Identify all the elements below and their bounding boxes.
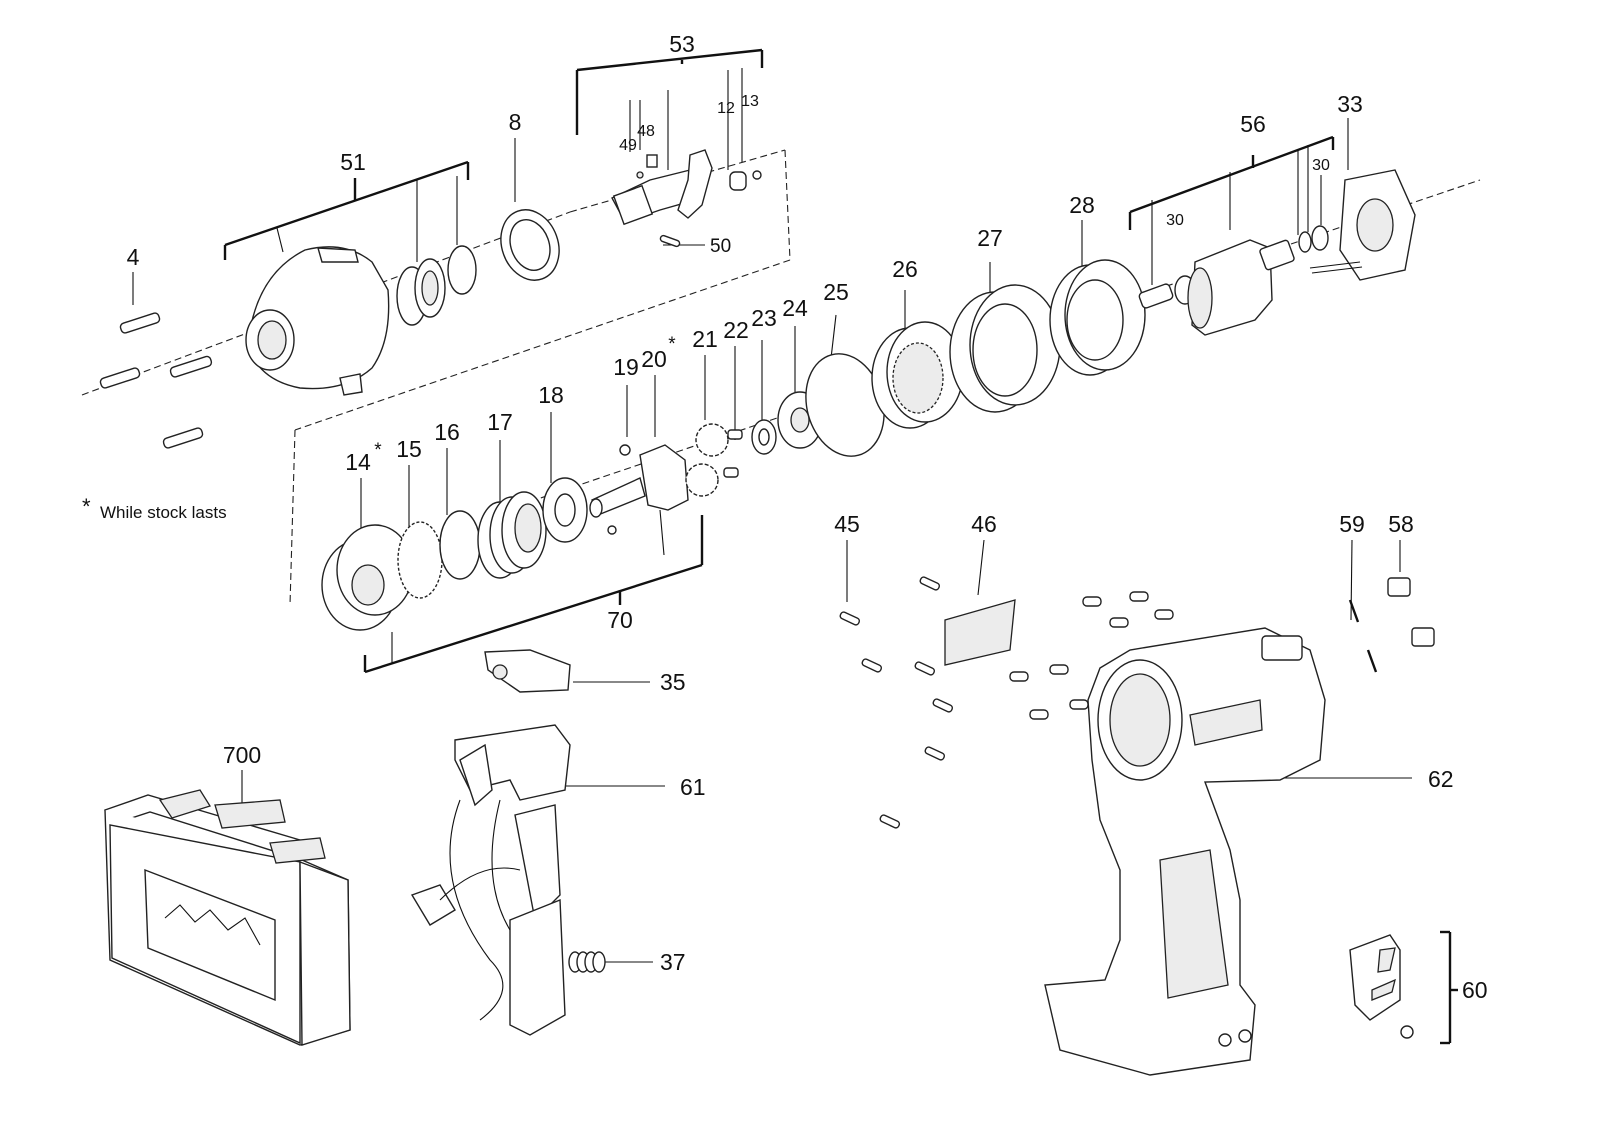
label-45: 45 (834, 511, 860, 537)
label-4: 4 (127, 244, 140, 270)
label-16: 16 (434, 419, 460, 445)
label-49: 49 (619, 137, 637, 154)
label-25: 25 (823, 279, 849, 305)
washer-23 (751, 419, 777, 455)
label-30-lower: 30 (1166, 212, 1184, 229)
bracket-53 (575, 48, 764, 170)
label-37: 37 (660, 949, 686, 975)
label-27: 27 (977, 225, 1003, 251)
ring-gear-26 (871, 321, 964, 429)
plugs-58 (1387, 577, 1435, 647)
label-700: 700 (223, 742, 261, 768)
switch-assembly-61 (410, 724, 571, 1036)
label-28: 28 (1069, 192, 1095, 218)
label-58: 58 (1388, 511, 1414, 537)
label-35: 35 (660, 669, 686, 695)
label-50: 50 (710, 236, 731, 257)
label-30-upper: 30 (1312, 157, 1330, 174)
pins (1009, 591, 1174, 720)
spring-17 (477, 491, 547, 579)
label-20: 20 (641, 346, 667, 372)
label-62: 62 (1428, 766, 1454, 792)
part-labels: 53 12 13 48 49 8 51 4 50 56 33 30 30 28 … (127, 31, 1488, 1003)
stock-note-marker: * (82, 494, 91, 519)
label-24: 24 (782, 295, 808, 321)
label-14: 14 (345, 449, 371, 475)
label-18: 18 (538, 382, 564, 408)
label-51: 51 (340, 149, 366, 175)
washer-16 (439, 510, 481, 580)
label-46: 46 (971, 511, 997, 537)
stock-note-text: While stock lasts (100, 503, 227, 522)
leader-lines (132, 118, 1412, 963)
spindle-20 (589, 444, 689, 518)
label-19: 19 (613, 354, 639, 380)
ball-ring-15 (397, 521, 443, 599)
motor-rotor-56 (1138, 225, 1329, 336)
label-26: 26 (892, 256, 918, 282)
bracket-51 (223, 160, 470, 262)
label-23: 23 (751, 305, 777, 331)
washer-8 (500, 209, 560, 281)
washer-18 (542, 477, 588, 543)
label-17: 17 (487, 409, 513, 435)
bracket-70 (363, 509, 704, 674)
bracket-56 (1128, 135, 1335, 285)
ball-19 (619, 444, 631, 456)
label-14-star: * (374, 440, 382, 461)
anvil-53 (611, 149, 762, 248)
label-60: 60 (1462, 977, 1488, 1003)
planet-gears-21 (685, 423, 743, 497)
nose-housing-51 (245, 246, 390, 396)
label-70: 70 (607, 607, 633, 633)
label-13: 13 (741, 93, 759, 110)
pins-59 (1348, 599, 1378, 673)
direction-switch-35 (484, 649, 571, 693)
label-46 (944, 599, 1016, 666)
bracket-60 (1440, 930, 1458, 1045)
gear-housing-27 (949, 284, 1061, 413)
label-33: 33 (1337, 91, 1363, 117)
bushing-51 (396, 258, 446, 326)
spring-37 (568, 951, 606, 973)
label-56: 56 (1240, 111, 1266, 137)
screws-45 (839, 576, 954, 829)
parts-drawing (99, 149, 1435, 1076)
stock-note: * While stock lasts (82, 494, 227, 522)
label-59: 59 (1339, 511, 1365, 537)
label-20-star: * (668, 334, 676, 355)
oring-51 (447, 245, 477, 295)
label-22: 22 (723, 317, 749, 343)
belt-hook-60 (1349, 934, 1414, 1039)
sensor-board-33 (1309, 169, 1416, 281)
label-12: 12 (717, 100, 735, 117)
label-21: 21 (692, 326, 718, 352)
label-61: 61 (680, 774, 706, 800)
tool-housing-62 (1044, 627, 1326, 1076)
label-15: 15 (396, 436, 422, 462)
ring-28 (1049, 259, 1146, 376)
carry-case-700 (104, 789, 351, 1046)
label-8: 8 (509, 109, 522, 135)
screw-4-group (99, 312, 213, 449)
hammer-case-14 (321, 524, 414, 631)
label-53: 53 (669, 31, 695, 57)
label-48: 48 (637, 123, 655, 140)
